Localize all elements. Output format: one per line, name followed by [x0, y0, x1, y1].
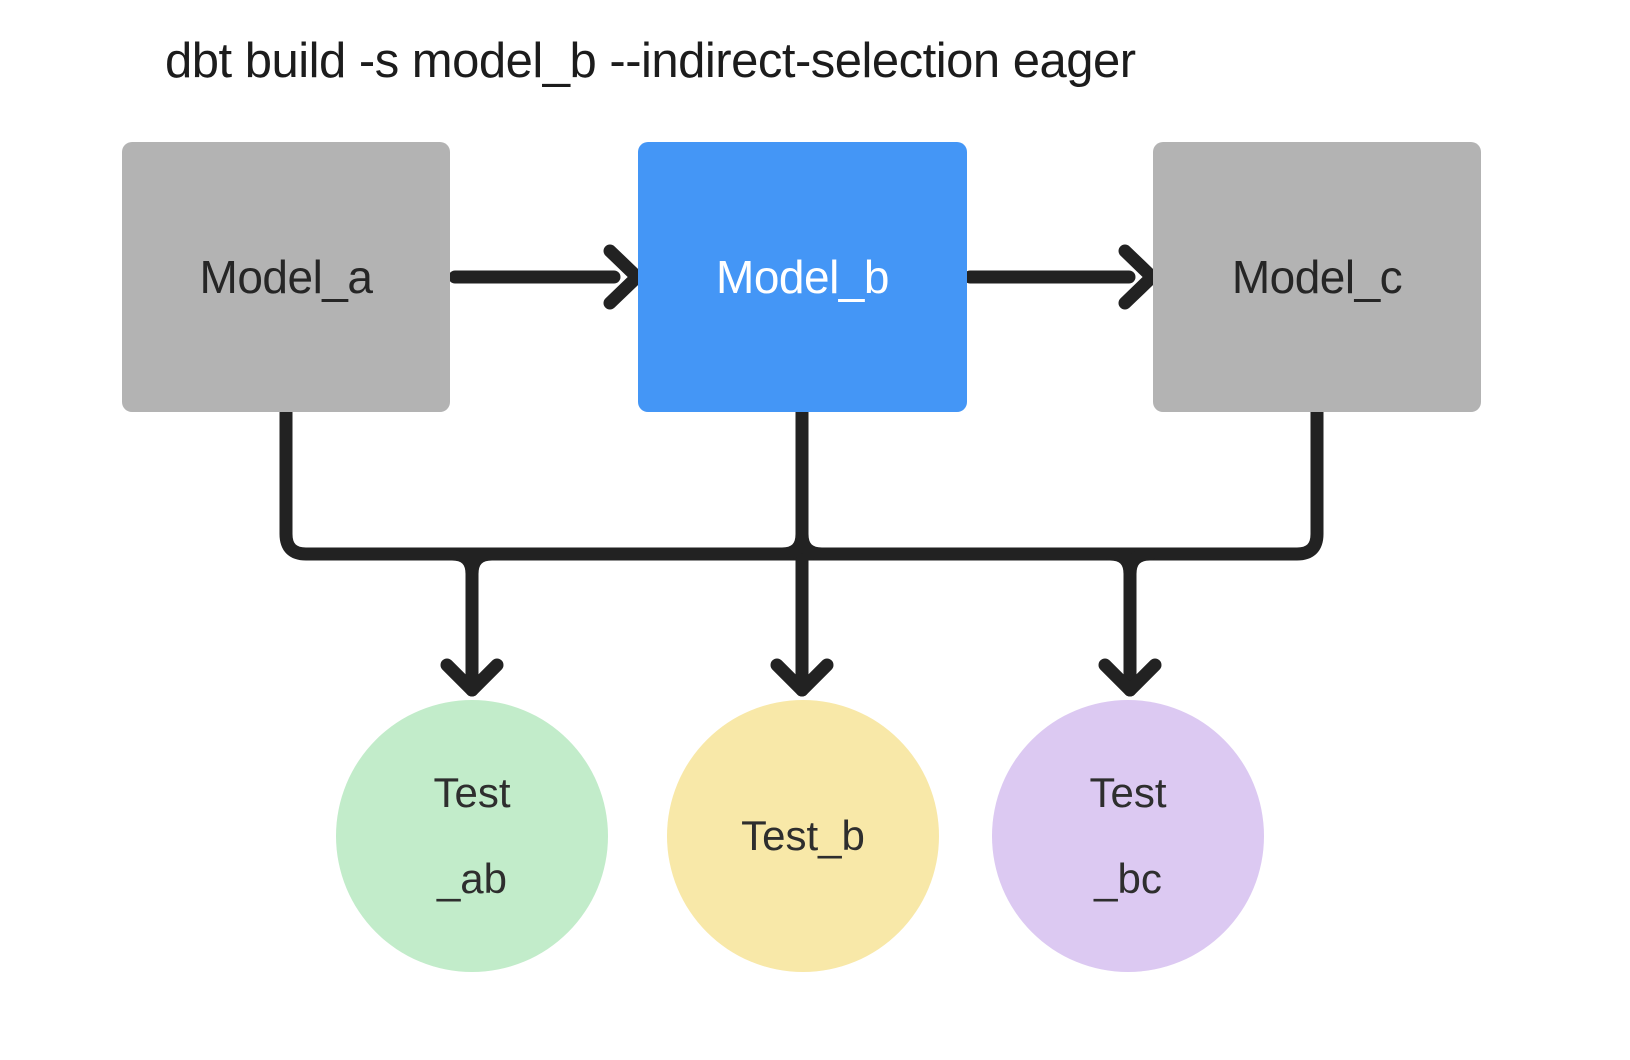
node-model-b: Model_b: [638, 142, 967, 412]
node-test-ab-label-line2: _ab: [436, 855, 508, 902]
edge-bus: [279, 405, 1324, 561]
arrowhead-test-bc: [1098, 658, 1162, 697]
junction-fillet-test-ab: [445, 547, 499, 581]
node-test-bc: Test _bc: [992, 700, 1264, 972]
diagram-title: dbt build -s model_b --indirect-selectio…: [165, 34, 1136, 88]
node-test-b: Test_b: [667, 700, 939, 972]
junction-fillet-model-b: [775, 527, 829, 561]
node-test-ab-label-line1: Test: [433, 769, 511, 816]
arrowhead-test-ab: [440, 658, 504, 697]
arrowhead-test-b: [770, 658, 834, 697]
junction-fillet-test-bc: [1103, 547, 1157, 581]
node-model-a: Model_a: [122, 142, 450, 412]
node-model-c: Model_c: [1153, 142, 1481, 412]
node-test-bc-label-line1: Test: [1089, 769, 1167, 816]
node-test-b-label-line1: Test_b: [741, 812, 865, 859]
arrowhead-model-b: [603, 244, 644, 310]
node-test-bc-label-line2: _bc: [1094, 855, 1162, 902]
arrowhead-model-c: [1118, 244, 1159, 310]
node-test-ab: Test _ab: [336, 700, 608, 972]
node-model-a-label: Model_a: [199, 251, 373, 303]
node-model-c-label: Model_c: [1231, 251, 1403, 303]
node-model-b-label: Model_b: [716, 251, 889, 303]
